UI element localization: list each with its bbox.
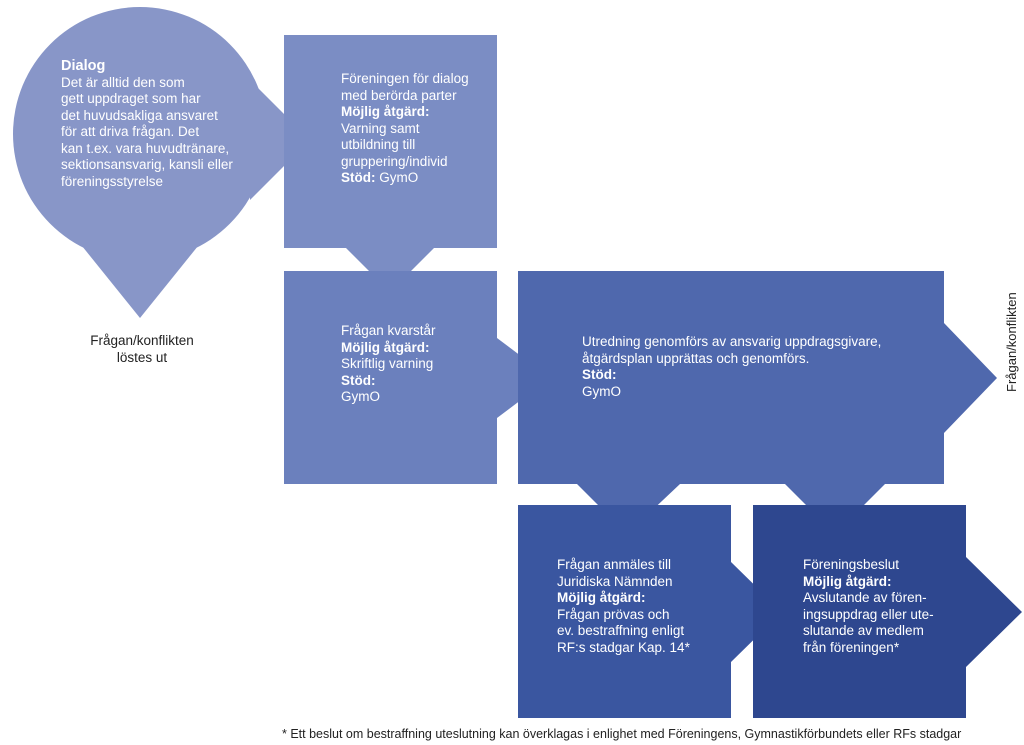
support-value: GymO (379, 170, 419, 185)
action-line: slutande av medlem (803, 623, 924, 638)
action-line: utbildning till (341, 137, 416, 152)
action-label: Möjlig åtgärd: (341, 104, 430, 119)
dialog-line: det huvudsakliga ansvaret (61, 107, 218, 123)
dialog-text: Dialog Det är alltid den som gett uppdra… (61, 58, 251, 190)
resolved-label: Frågan/konflikten löstes ut (62, 333, 222, 366)
support-label: Stöd: (341, 170, 376, 185)
resolved-line: Frågan/konflikten (90, 333, 194, 348)
dialog-circle (13, 7, 267, 261)
action-line: RF:s stadgar Kap. 14* (557, 639, 690, 655)
action-line: ingsuppdrag eller ute- (803, 606, 934, 622)
box-legal-text: Frågan anmäles till Juridiska Nämnden Mö… (557, 557, 727, 656)
action-label: Möjlig åtgärd: (557, 590, 646, 605)
box-line: Utredning genomförs av ansvarig uppdrags… (582, 334, 882, 349)
box-line: med berörda parter (341, 87, 457, 103)
box-legal (518, 505, 782, 718)
support-label: Stöd: (341, 372, 376, 388)
box-persists-text: Frågan kvarstår Möjlig åtgärd: Skriftlig… (341, 323, 491, 406)
box-line: Frågan anmäles till (557, 557, 672, 572)
action-label: Möjlig åtgärd: (803, 573, 892, 589)
action-line: Skriftlig varning (341, 356, 434, 371)
support-line: Stöd: GymO (341, 170, 491, 187)
dialog-line: gett uppdraget som har (61, 91, 201, 106)
action-label: Möjlig åtgärd: (341, 339, 430, 355)
box-decision (753, 505, 1022, 718)
action-line: Frågan prövas och (557, 606, 670, 622)
support-value: GymO (582, 383, 621, 399)
box-investigation-text: Utredning genomförs av ansvarig uppdrags… (582, 334, 932, 400)
box-line: Frågan kvarstår (341, 323, 436, 338)
dialog-line: för att driva frågan. Det (61, 124, 200, 139)
box-investigation (518, 271, 997, 534)
dialog-line: sektionsansvarig, kansli eller (61, 157, 233, 172)
action-line: från föreningen* (803, 639, 900, 655)
box-dialog-parties-text: Föreningen för dialog med berörda parter… (341, 71, 491, 187)
action-line: Avslutande av fören- (803, 590, 927, 605)
box-line: åtgärdsplan upprättas och genomförs. (582, 350, 810, 366)
dialog-down-arrow (82, 246, 198, 318)
dialog-line: kan t.ex. vara huvudtränare, (61, 140, 230, 156)
action-line: ev. bestraffning enligt (557, 623, 685, 638)
resolved-line: löstes ut (116, 349, 168, 365)
box-decision-text: Föreningsbeslut Möjlig åtgärd: Avslutand… (803, 557, 963, 656)
box-line: Föreningsbeslut (803, 557, 900, 572)
dialog-title: Dialog (61, 58, 106, 74)
side-label: Frågan/konflikten (1004, 292, 1019, 392)
support-value: GymO (341, 389, 380, 404)
box-dialog-parties (284, 35, 497, 292)
action-line: gruppering/individ (341, 153, 448, 169)
dialog-line: föreningsstyrelse (61, 173, 164, 189)
support-label: Stöd: (582, 367, 617, 382)
action-line: Varning samt (341, 120, 420, 136)
dialog-line: Det är alltid den som (61, 74, 185, 90)
footnote: * Ett beslut om bestraffning uteslutning… (282, 727, 962, 741)
dialog-right-arrow (250, 80, 310, 200)
box-line: Juridiska Nämnden (557, 573, 673, 589)
box-line: Föreningen för dialog (341, 71, 469, 86)
box-persists (284, 271, 550, 484)
